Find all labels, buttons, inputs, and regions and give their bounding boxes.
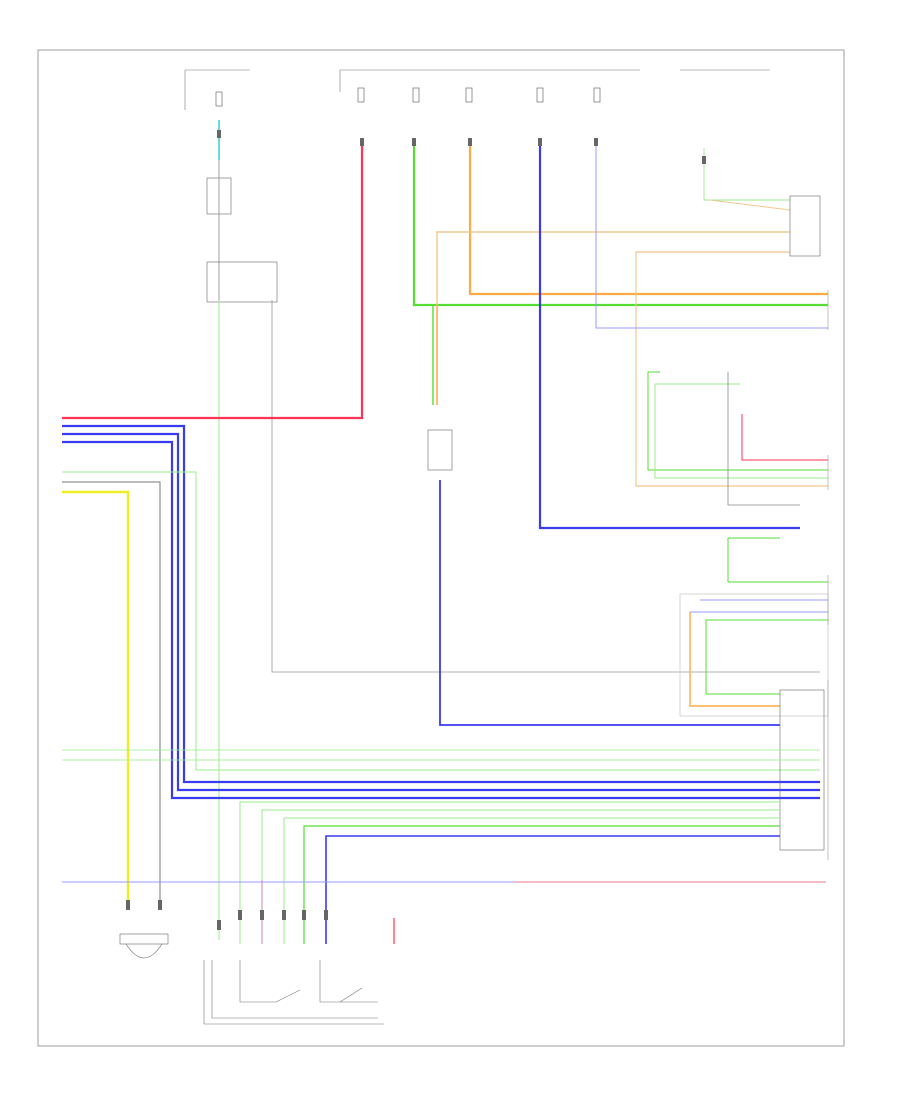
- wire-blue-2: [62, 432, 820, 792]
- relay-3-box: [789, 195, 821, 257]
- wire-green-bottom-4: [303, 825, 780, 944]
- wire-lightgreen-left: [62, 471, 820, 771]
- wire-blue-3: [62, 440, 820, 800]
- wire-blue-right: [538, 140, 800, 530]
- wire-red: [62, 140, 364, 420]
- wire-gray-left: [62, 481, 161, 900]
- wire-gray-relay: [271, 300, 820, 673]
- switch-bottom: [203, 960, 384, 1025]
- fuse-symbols: [215, 87, 601, 107]
- wire-gray-right: [727, 372, 800, 506]
- module-connector: [779, 689, 825, 851]
- wire-orange-module: [689, 612, 780, 707]
- wire-green-right-1: [647, 371, 828, 471]
- wire-green-top-right: [703, 148, 790, 201]
- wire-blue-bottom: [325, 835, 780, 944]
- wire-green-bottom-1: [239, 801, 780, 944]
- wire-tan-top-right: [709, 199, 791, 211]
- wire-blue-1: [62, 424, 820, 784]
- diagram-frame: [37, 49, 845, 1047]
- module-box-right: [679, 593, 829, 717]
- sensor-bottom-left: [119, 933, 169, 959]
- wire-tan-2: [635, 251, 828, 487]
- wire-green-top: [412, 140, 828, 307]
- wire-tan: [436, 231, 790, 405]
- wire-lavender: [595, 140, 828, 329]
- relay-2-box: [206, 261, 278, 303]
- wire-blue-center: [439, 480, 780, 726]
- connector-ticks: [126, 130, 706, 930]
- wire-green-right-3: [727, 537, 828, 583]
- wire-green-bottom-2: [261, 809, 780, 944]
- center-component-box: [427, 429, 453, 471]
- wire-yellow: [62, 490, 130, 900]
- wire-red-right: [741, 414, 828, 461]
- fuse-box-top: [184, 69, 770, 110]
- wire-orange-top: [468, 140, 828, 296]
- wire-green-right-2: [654, 383, 828, 479]
- wire-green-module: [705, 619, 828, 695]
- wire-green-bottom-3: [283, 817, 780, 944]
